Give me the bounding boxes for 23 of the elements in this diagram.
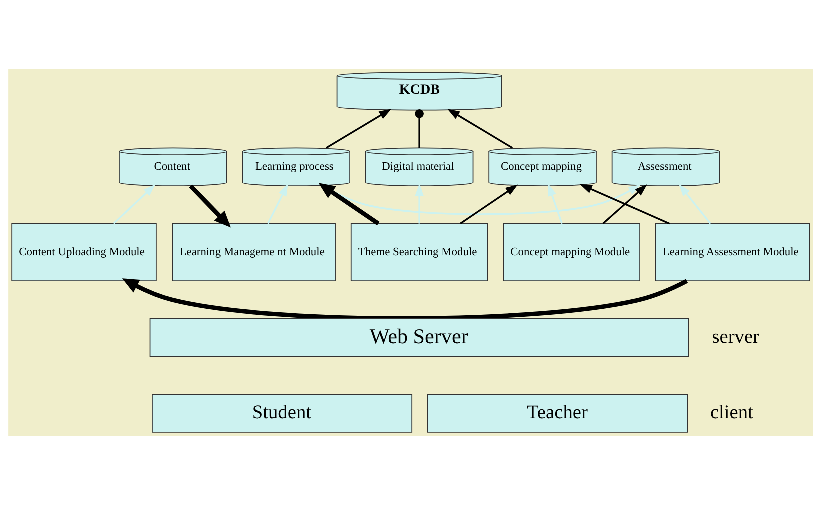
arrow [326,109,392,149]
arrow [602,184,648,224]
node-box: Learning Assessment Module [655,223,810,282]
arrow [113,184,156,224]
connector [415,110,424,148]
arrow [448,109,514,149]
node-box: Teacher [428,394,688,433]
arrow [267,184,288,224]
arrow [580,184,670,225]
node-box: Learning Manageme nt Module [172,223,336,282]
node-box: Content Uploading Module [12,223,157,282]
node-box: Concept mapping Module [503,223,640,282]
arrow [678,184,712,224]
node-box: Web Server [150,318,690,358]
arrow [189,184,231,228]
node-box: Theme Searching Module [350,223,488,282]
arrow [460,184,518,224]
label: server [712,326,760,348]
arrow [548,184,563,224]
node-box: Student [152,394,413,433]
arrow [318,183,380,226]
label: client [710,402,754,424]
arrow [415,184,424,224]
